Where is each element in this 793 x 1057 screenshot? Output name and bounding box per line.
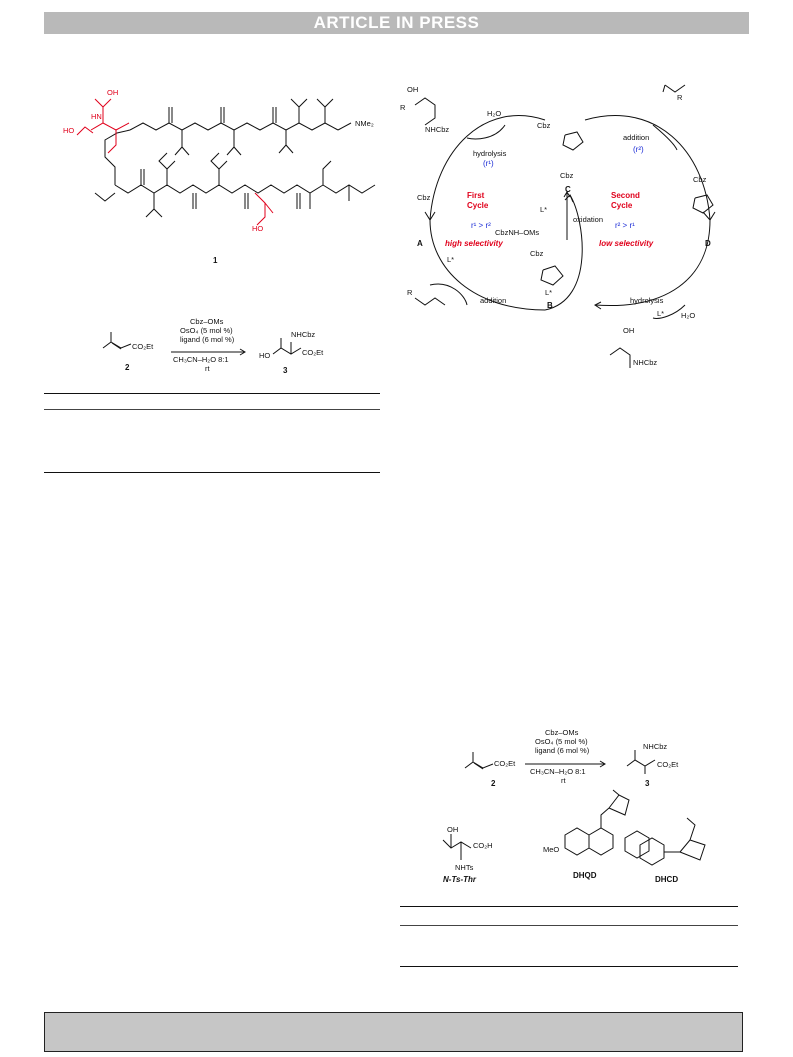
lstar-a: L*: [447, 255, 454, 264]
cycle-oh-bottom: OH: [623, 326, 634, 335]
bottom-reagent-oso4: OsO₄ (5 mol %): [535, 737, 588, 746]
cycle-cbz-c2: Cbz: [560, 171, 574, 180]
lstar-b: L*: [545, 288, 552, 297]
cycle-nhcbz-top: NHCbz: [425, 125, 449, 134]
compound-1-label: 1: [213, 256, 218, 265]
cycle-cbz-a: Cbz: [417, 193, 431, 202]
cycle-h2o-top: H₂O: [487, 109, 501, 118]
table1-bottom-rule: [44, 472, 380, 473]
substrate-label-2: 2: [125, 363, 130, 372]
thr-co2h: CO₂H: [473, 841, 493, 850]
product-label-3: 3: [283, 366, 288, 375]
bottom-reagent-cbz: Cbz–OMs: [545, 728, 579, 737]
substrate-co2et: CO₂Et: [132, 342, 154, 351]
table1-header-rule: [44, 409, 380, 410]
cycle-r-top-right: R: [677, 93, 683, 102]
ho-label-2: HO: [252, 224, 263, 233]
first-cycle-line2: Cycle: [467, 201, 489, 210]
thr-oh: OH: [447, 825, 458, 834]
ligand-dhcd: DHCD: [655, 875, 678, 884]
lstar-c: L*: [540, 205, 547, 214]
thr-nhts: NHTs: [455, 863, 474, 872]
first-cycle-line1: First: [467, 191, 485, 200]
cycle-r-1: R: [400, 103, 406, 112]
product-nhcbz: NHCbz: [291, 330, 315, 339]
cycle-h2o-bottom: H₂O: [681, 311, 695, 320]
table2-header-rule: [400, 925, 738, 926]
cycle-cbz-b: Cbz: [530, 249, 544, 258]
oh-label: OH: [107, 88, 118, 97]
intermediate-a: A: [417, 239, 423, 248]
reagent-oso4: OsO₄ (5 mol %): [180, 326, 233, 335]
bottom-solvent: CH₃CN–H₂O 8:1: [530, 767, 586, 776]
addition-top: addition: [623, 133, 649, 142]
cycle-r-bottom-left: R: [407, 288, 413, 297]
bottom-substrate-co2et: CO₂Et: [494, 759, 516, 768]
cycle-oh-top: OH: [407, 85, 418, 94]
intermediate-c: C: [565, 185, 571, 194]
bottom-product-co2et: CO₂Et: [657, 760, 679, 769]
product-co2et: CO₂Et: [302, 348, 324, 357]
rate-r1: (r¹): [483, 159, 494, 168]
hn-label: HN: [91, 112, 102, 121]
ho-label: HO: [63, 126, 74, 135]
reagent-ligand: ligand (6 mol %): [180, 335, 235, 344]
cbznh-oms: CbzNH–OMs: [495, 228, 539, 237]
table2-bottom-rule: [400, 966, 738, 967]
bottom-product-nhcbz: NHCbz: [643, 742, 667, 751]
bottom-substrate-label: 2: [491, 779, 496, 788]
reagent-cbz-oms: Cbz–OMs: [190, 317, 224, 326]
bottom-temp: rt: [561, 776, 566, 785]
intermediate-d: D: [705, 239, 711, 248]
citation-footer-box: [44, 1012, 743, 1052]
cycle-cbz-c: Cbz: [537, 121, 551, 130]
hydrolysis-top: hydrolysis: [473, 149, 507, 158]
temp-label: rt: [205, 364, 210, 373]
low-selectivity: low selectivity: [599, 239, 654, 248]
rate-compare-2: r² > r¹: [615, 221, 635, 230]
cycle-nhcbz-bottom: NHCbz: [633, 358, 657, 367]
table1-top-rule: [44, 393, 380, 394]
rate-compare-1: r¹ > r²: [471, 221, 491, 230]
bottom-product-label: 3: [645, 779, 650, 788]
nme2-label: NMe₂: [355, 119, 374, 128]
ligand-structures: OH CO₂H NHTs N-Ts-Thr MeO DHQD DHCD: [442, 789, 706, 884]
hydrolysis-bottom: hydrolysis: [630, 296, 664, 305]
catalytic-cycle-scheme: OH R NHCbz H₂O hydrolysis (r¹) Cbz Cbz C…: [400, 84, 716, 368]
scheme-top-reaction: CO₂Et 2 Cbz–OMs OsO₄ (5 mol %) ligand (6…: [102, 317, 324, 375]
table2-top-rule: [400, 906, 738, 907]
rate-r2: (r²): [633, 145, 644, 154]
bottom-reagent-ligand: ligand (6 mol %): [535, 746, 590, 755]
second-cycle-line1: Second: [611, 191, 640, 200]
ligand-n-ts-thr: N-Ts-Thr: [443, 875, 477, 884]
compound-1-structure: OH HO HN HO NMe₂ 1: [63, 88, 376, 265]
scheme-bottom-reaction: CO₂Et 2 Cbz–OMs OsO₄ (5 mol %) ligand (6…: [464, 728, 679, 788]
lstar-d: L*: [657, 309, 664, 318]
article-in-press-banner: ARTICLE IN PRESS: [44, 12, 749, 34]
dhqd-meo: MeO: [543, 845, 559, 854]
ligand-dhqd: DHQD: [573, 871, 597, 880]
addition-bottom: addition: [480, 296, 506, 305]
second-cycle-line2: Cycle: [611, 201, 633, 210]
intermediate-b: B: [547, 301, 553, 310]
cycle-cbz-d: Cbz: [693, 175, 707, 184]
product-ho: HO: [259, 351, 270, 360]
solvent-label: CH₃CN–H₂O 8:1: [173, 355, 229, 364]
high-selectivity: high selectivity: [445, 239, 503, 248]
oxidation-label: oxidation: [573, 215, 603, 224]
